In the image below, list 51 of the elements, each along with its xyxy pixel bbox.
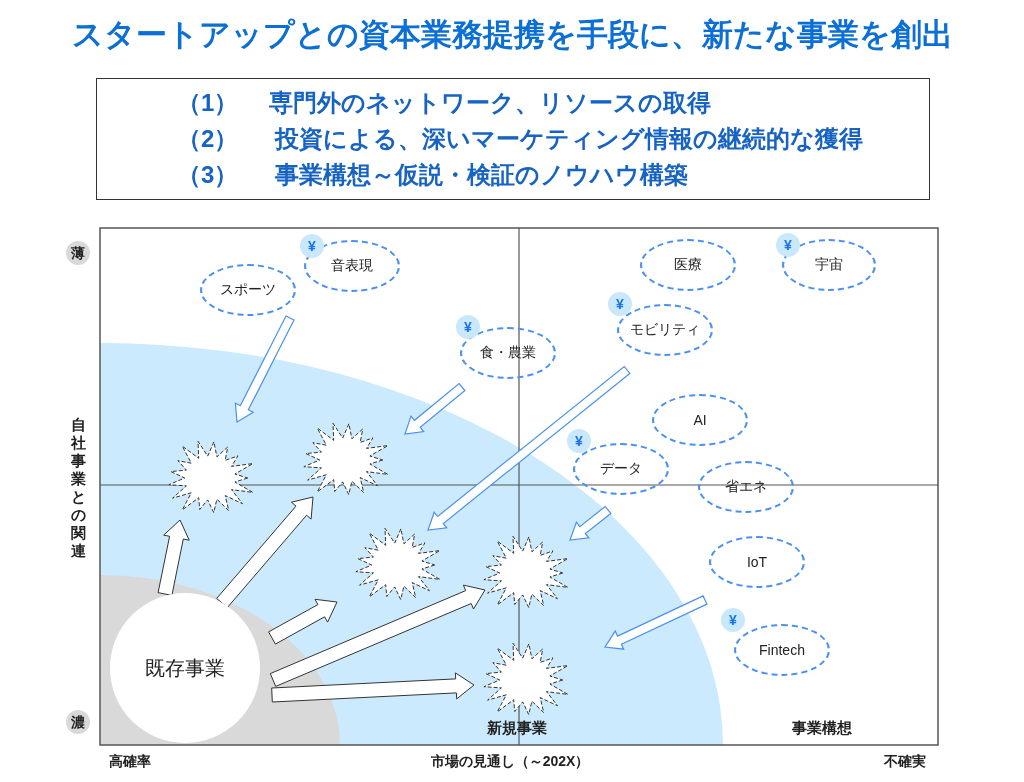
block-arrow bbox=[271, 672, 475, 703]
block-arrow bbox=[569, 505, 612, 541]
theme-ellipse bbox=[698, 461, 794, 513]
theme-ellipse bbox=[709, 536, 805, 588]
item-text: 投資による、深いマーケティング情報の継続的な獲得 bbox=[275, 124, 863, 154]
block-arrow bbox=[216, 496, 314, 609]
theme-label: モビリティ bbox=[630, 321, 700, 339]
item-number: （2） bbox=[177, 124, 239, 154]
theme-label: スポーツ bbox=[220, 281, 276, 299]
objective-box bbox=[96, 78, 930, 200]
item-text: 事業構想～仮説・検証のノウハウ構築 bbox=[275, 160, 688, 190]
axis-label: 高確率 bbox=[109, 753, 151, 771]
scale-label: 薄 bbox=[66, 241, 90, 265]
theme-label: AI bbox=[693, 412, 707, 428]
yen-badge: ¥ bbox=[567, 429, 591, 453]
item-text: 専門外のネットワーク、リソースの取得 bbox=[269, 88, 711, 118]
block-arrow bbox=[427, 365, 631, 531]
block-arrow bbox=[234, 315, 295, 423]
block-arrow bbox=[157, 519, 190, 596]
block-arrow bbox=[269, 584, 486, 687]
axis-title: 自社事業との関連 bbox=[70, 416, 86, 560]
block-arrow bbox=[603, 595, 708, 650]
yen-badge: ¥ bbox=[300, 234, 324, 258]
block-arrow bbox=[404, 382, 466, 435]
theme-label: 宇宙 bbox=[815, 256, 843, 274]
theme-ellipse bbox=[782, 239, 876, 291]
block-arrow bbox=[268, 598, 338, 645]
theme-label: IoT bbox=[746, 554, 768, 570]
yen-badge: ¥ bbox=[721, 608, 745, 632]
axis-label: 不確実 bbox=[884, 753, 926, 771]
theme-label: 音表現 bbox=[331, 257, 373, 275]
theme-label: 食・農業 bbox=[480, 344, 536, 362]
theme-ellipse bbox=[734, 624, 830, 676]
theme-ellipse bbox=[640, 239, 736, 291]
axis-label: 市場の見通し（～202X） bbox=[430, 753, 590, 771]
yen-badge: ¥ bbox=[608, 292, 632, 316]
theme-ellipse bbox=[304, 240, 400, 292]
theme-label: 医療 bbox=[674, 256, 702, 274]
theme-label: 省エネ bbox=[725, 478, 767, 496]
item-number: （3） bbox=[177, 160, 239, 190]
item-number: （1） bbox=[177, 88, 239, 118]
region-label: 事業構想 bbox=[792, 719, 852, 738]
scale-label: 濃 bbox=[66, 710, 90, 734]
theme-ellipse bbox=[652, 394, 748, 446]
page-title: スタートアップとの資本業務提携を手段に、新たな事業を創出 bbox=[70, 16, 954, 54]
theme-ellipse bbox=[200, 264, 296, 316]
yen-badge: ¥ bbox=[776, 233, 800, 257]
circle-label: 既存事業 bbox=[145, 655, 225, 681]
theme-label: データ bbox=[600, 460, 642, 478]
theme-label: Fintech bbox=[759, 642, 805, 658]
yen-badge: ¥ bbox=[456, 315, 480, 339]
